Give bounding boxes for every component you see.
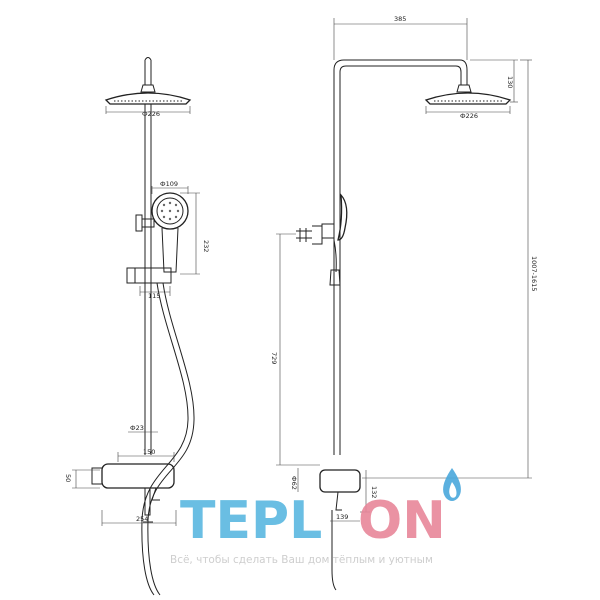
dim-arm-length: 385 bbox=[394, 15, 406, 23]
side-hand-shower bbox=[337, 193, 348, 241]
dim-mixer-width: 150 bbox=[143, 448, 155, 456]
dim-mixer-depth: 132 bbox=[370, 486, 378, 498]
dim-bar-height: 729 bbox=[270, 352, 278, 364]
slogan: Всё, чтобы сделать Ваш дом тёплым и уютн… bbox=[170, 554, 433, 566]
dim-hand-height: 232 bbox=[202, 240, 210, 252]
dim-side-head-diameter: Ф226 bbox=[460, 112, 478, 120]
dim-mixer-offset: 139 bbox=[336, 513, 348, 521]
side-view bbox=[296, 59, 512, 591]
dim-pipe-diameter: Ф23 bbox=[130, 424, 144, 432]
dim-holder-offset: 115 bbox=[148, 292, 160, 300]
rain-shower-head bbox=[104, 92, 192, 105]
bath-spout bbox=[144, 488, 151, 516]
brand-left: TEPL bbox=[180, 491, 322, 551]
front-view bbox=[91, 57, 195, 596]
dim-inlet-spacing: Ф62 bbox=[290, 476, 298, 490]
dim-total-height: 1007-1615 bbox=[530, 256, 538, 291]
side-rain-head bbox=[424, 92, 512, 105]
hand-shower-head bbox=[151, 192, 189, 230]
thermostat-mixer bbox=[101, 463, 175, 489]
shower-hose bbox=[147, 282, 195, 596]
side-mixer bbox=[319, 469, 361, 493]
dim-hand-diameter: Ф109 bbox=[160, 180, 178, 188]
slide-holder bbox=[126, 267, 172, 284]
dim-head-drop: 130 bbox=[506, 76, 514, 88]
wall-fitting bbox=[296, 225, 323, 245]
overhead-arm bbox=[333, 59, 468, 455]
dimensions: Ф226 Ф109 232 115 Ф23 150 50 254 bbox=[64, 15, 538, 526]
dim-head-diameter: Ф226 bbox=[142, 110, 160, 118]
dim-mixer-height: 50 bbox=[64, 474, 72, 482]
teplon-watermark: TEPL ON Всё, чтобы сделать Ваш дом тёплы… bbox=[170, 468, 461, 566]
dim-spout-length: 254 bbox=[136, 515, 148, 523]
brand-right: ON bbox=[358, 491, 446, 551]
